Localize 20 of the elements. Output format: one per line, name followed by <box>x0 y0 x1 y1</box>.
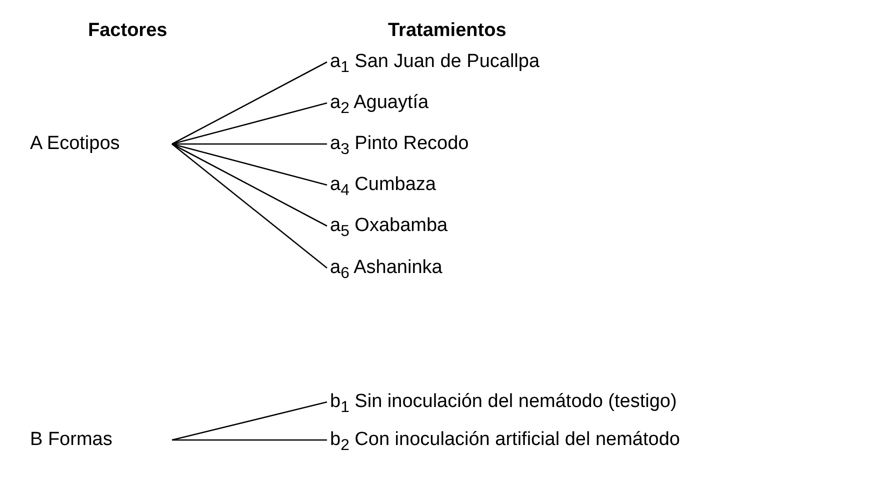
node-label: a$_{5}$ Oxabamba <box>330 214 448 242</box>
node-label: a$_{2}$ Aguaytía <box>330 91 429 119</box>
node-label: A Ecotipos <box>30 132 120 156</box>
node-label: a$_{3}$ Pinto Recodo <box>330 132 469 160</box>
connector-line <box>172 439 327 441</box>
column-heading: Tratamientos <box>388 20 506 42</box>
node-label: a$_{4}$ Cumbaza <box>330 173 436 201</box>
connector-line <box>172 102 328 145</box>
connector-line <box>172 61 328 145</box>
node-label: B Formas <box>30 428 112 452</box>
connector-line <box>172 143 327 145</box>
connector-line <box>172 144 328 268</box>
connector-line <box>172 143 328 186</box>
node-label: b$_{1}$ Sin inoculación del nemátodo (testigo) <box>330 390 677 418</box>
node-label: a$_{6}$ Ashaninka <box>330 256 442 284</box>
node-label: a$_{1}$ San Juan de Pucallpa <box>330 50 540 78</box>
column-heading: Factores <box>88 20 168 42</box>
connector-line <box>172 143 328 227</box>
connector-line <box>172 401 328 441</box>
node-label: b$_{2}$ Con inoculación artificial del nemátodo <box>330 428 680 456</box>
